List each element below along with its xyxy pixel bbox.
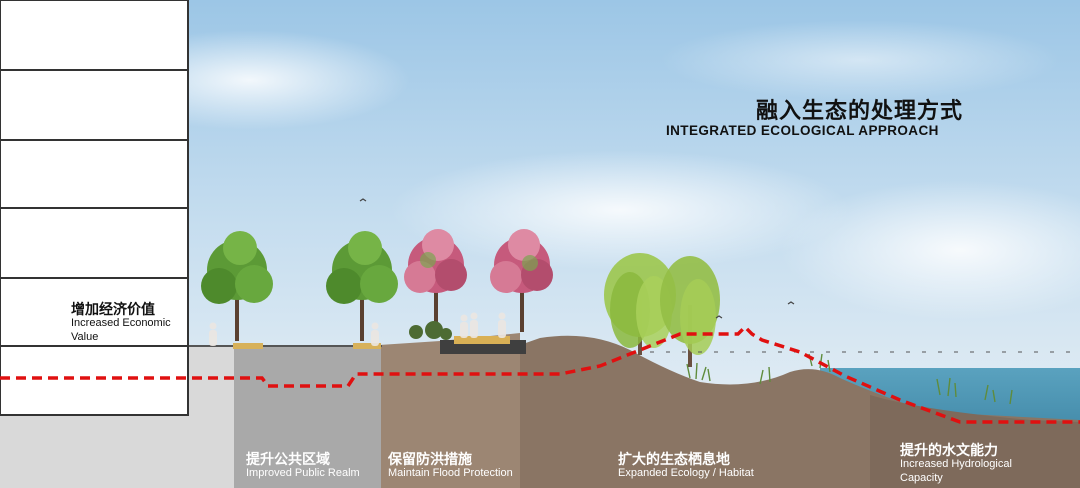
planter-edge — [353, 343, 381, 349]
label-flood-en: Maintain Flood Protection — [388, 467, 513, 479]
cloud — [780, 180, 1080, 320]
riverbank-soil-deep — [870, 395, 1080, 488]
flood-line — [0, 324, 1080, 424]
label-public-cn: 提升公共区域 — [246, 452, 330, 468]
title-english: INTEGRATED ECOLOGICAL APPROACH — [666, 123, 939, 138]
tree-flowering — [490, 229, 553, 332]
willow-tree — [660, 256, 720, 367]
people — [209, 312, 506, 346]
cloud — [390, 150, 850, 270]
birds — [359, 198, 795, 319]
planter-edge — [233, 343, 263, 349]
label-public-en: Improved Public Realm — [246, 467, 360, 479]
label-economic-en-1: Increased Economic — [71, 317, 171, 329]
label-ecology-cn: 扩大的生态栖息地 — [618, 452, 730, 468]
cloud — [660, 20, 1060, 100]
label-economic-en-2: Value — [71, 331, 99, 343]
tree-green — [201, 231, 273, 341]
label-flood-cn: 保留防洪措施 — [388, 452, 472, 468]
boardwalk — [454, 336, 510, 344]
label-hydro-en-1: Increased Hydrological — [900, 458, 1012, 470]
building-floor-lines — [0, 69, 188, 347]
tree-green — [326, 231, 398, 341]
title-chinese: 融入生态的处理方式 — [756, 99, 964, 124]
shrubs — [409, 321, 452, 340]
tree-flowering — [404, 229, 467, 336]
label-ecology-en: Expanded Ecology / Habitat — [618, 467, 754, 479]
label-hydro-cn: 提升的水文能力 — [900, 443, 998, 459]
levee-soil — [380, 333, 520, 488]
label-economic-cn: 增加经济价值 — [71, 302, 155, 318]
public-realm-ground — [233, 346, 381, 488]
label-hydro-en-2: Capacity — [900, 472, 943, 484]
wetland-grass — [686, 353, 1013, 405]
